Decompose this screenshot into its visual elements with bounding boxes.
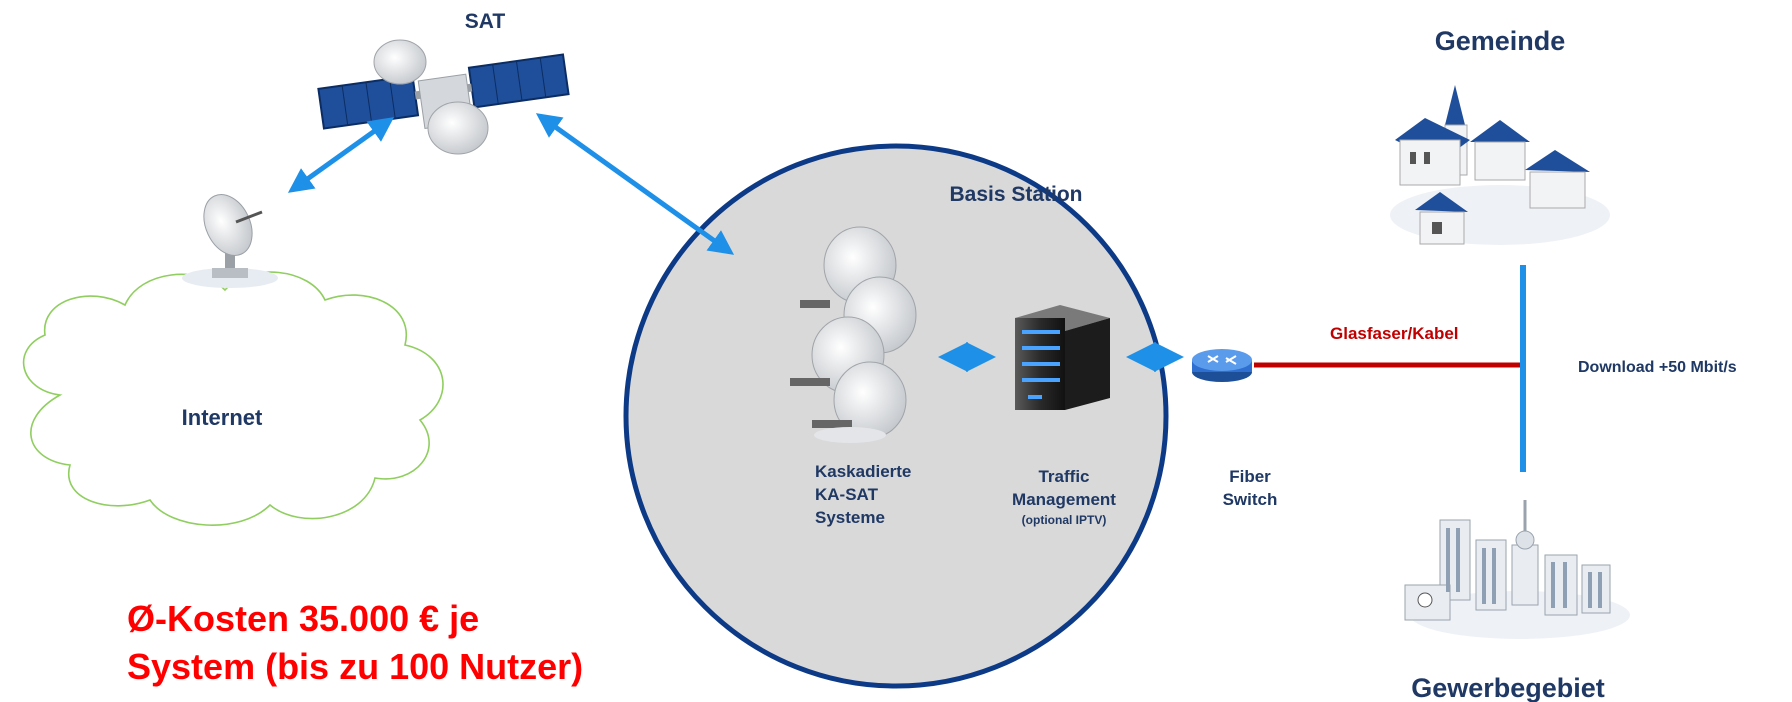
traffic-label-line1: Traffic [1038, 467, 1089, 486]
cost-label-line1: Ø-Kosten 35.000 € je [127, 598, 479, 639]
dish-satellite-link [287, 117, 395, 193]
ka-sat-dishes-icon [790, 226, 917, 443]
satellite-dish-icon [182, 194, 278, 288]
village-icon [1390, 85, 1610, 245]
router-icon [1192, 349, 1252, 382]
fiber-switch-label-line2: Switch [1223, 490, 1278, 509]
fiber-switch-label-line1: Fiber [1229, 467, 1271, 486]
ka-sat-label-line2: KA-SAT [815, 485, 879, 504]
gewerbegebiet-label: Gewerbegebiet [1411, 673, 1605, 702]
gemeinde-label: Gemeinde [1435, 26, 1566, 56]
ka-sat-label-line3: Systeme [815, 508, 885, 527]
download-label: Download +50 Mbit/s [1578, 359, 1737, 376]
ka-sat-label-line1: Kaskadierte [815, 462, 911, 481]
satellite-icon [317, 39, 570, 155]
sat-label: SAT [465, 10, 506, 33]
internet-cloud-icon [22, 271, 444, 526]
traffic-label-line3: (optional IPTV) [1022, 513, 1107, 527]
traffic-label-line2: Management [1012, 490, 1116, 509]
glasfaser-label: Glasfaser/Kabel [1330, 324, 1459, 343]
server-icon [1015, 305, 1110, 410]
basis-station-label: Basis Station [949, 183, 1082, 206]
business-park-icon [1404, 500, 1630, 639]
cost-label-line2: System (bis zu 100 Nutzer) [127, 646, 583, 687]
internet-label: Internet [182, 405, 263, 430]
satellite-station-link [535, 113, 735, 255]
